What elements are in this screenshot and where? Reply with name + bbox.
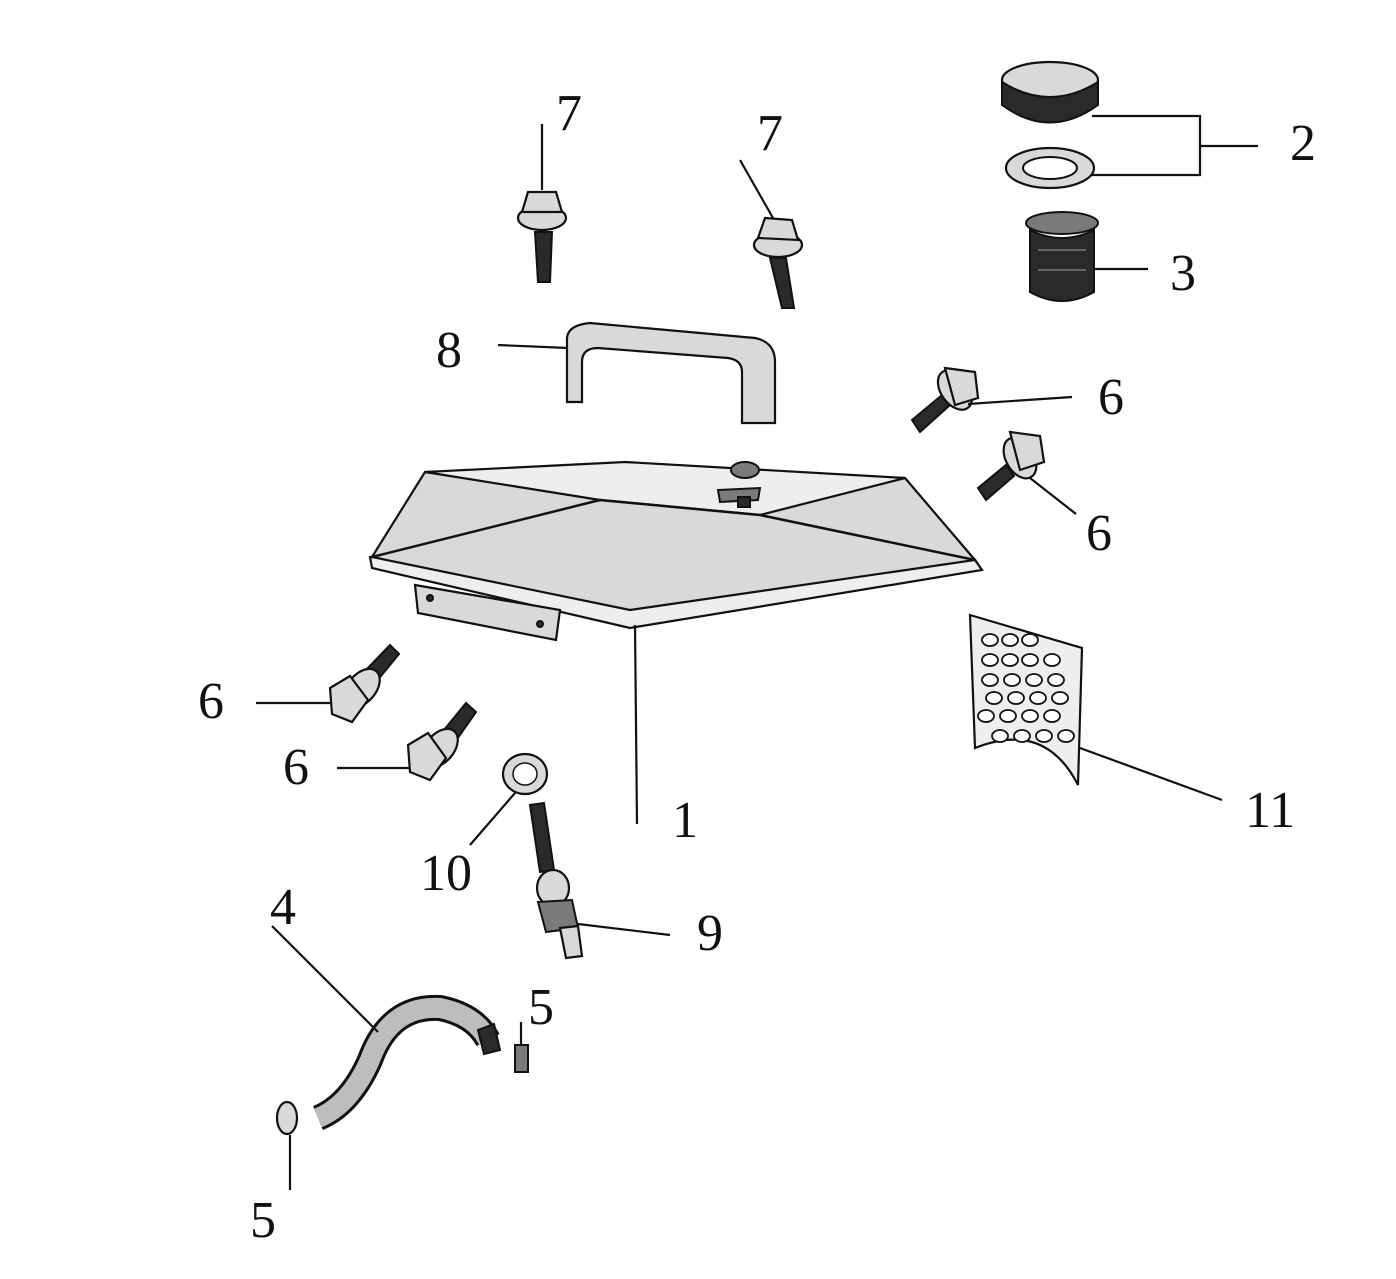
- perforation-hole: [1029, 691, 1047, 705]
- part-5-clip-upper: [514, 1022, 529, 1073]
- part-2-cap-and-gasket: [1000, 60, 1258, 190]
- part-11-heat-shield: [968, 613, 1223, 802]
- perforation-hole: [1007, 691, 1025, 705]
- part-8-handle: [497, 321, 777, 425]
- perforation-hole: [1047, 673, 1065, 687]
- callout-7-right: 7: [757, 105, 783, 162]
- callout-8: 8: [436, 322, 462, 379]
- callout-4: 4: [270, 879, 296, 936]
- part-4-fuel-hose: [271, 925, 502, 1131]
- part-1-tank: [368, 460, 984, 825]
- perforation-hole: [1025, 673, 1043, 687]
- callout-1: 1: [672, 792, 698, 849]
- part-5-clip-lower: [275, 1100, 299, 1190]
- callout-3: 3: [1170, 245, 1196, 302]
- perforation-hole: [991, 729, 1009, 743]
- perforation-hole: [981, 673, 999, 687]
- callout-6-lower-2: 6: [283, 739, 309, 796]
- perforation-hole: [999, 709, 1017, 723]
- perforation-hole: [1035, 729, 1053, 743]
- part-3-strainer: [1025, 211, 1148, 302]
- perforation-hole: [1003, 673, 1021, 687]
- part-6-bolt-upper-1: [910, 366, 1073, 434]
- callout-9: 9: [697, 905, 723, 962]
- part-9-fuel-cock: [528, 801, 671, 960]
- perforation-hole: [1051, 691, 1069, 705]
- heat-shield-holes: [977, 633, 1075, 743]
- part-7-bolt-left: [516, 124, 568, 283]
- callout-5-lower: 5: [250, 1192, 276, 1249]
- part-6-bolt-upper-2: [976, 430, 1077, 515]
- perforation-hole: [1021, 653, 1039, 667]
- perforation-hole: [1021, 633, 1039, 647]
- perforation-hole: [1013, 729, 1031, 743]
- part-6-bolt-lower-1: [256, 643, 401, 724]
- part-10-washer: [469, 752, 549, 846]
- perforation-hole: [981, 653, 999, 667]
- perforation-hole: [1021, 709, 1039, 723]
- part-6-bolt-lower-2: [337, 701, 478, 782]
- perforation-hole: [981, 633, 999, 647]
- callout-11: 11: [1245, 782, 1296, 839]
- callout-7-left: 7: [556, 85, 582, 142]
- callout-6-upper-1: 6: [1098, 369, 1124, 426]
- callout-6-lower-1: 6: [198, 673, 224, 730]
- perforation-hole: [1057, 729, 1075, 743]
- perforation-hole: [977, 709, 995, 723]
- perforation-hole: [985, 691, 1003, 705]
- perforation-hole: [1043, 653, 1061, 667]
- perforation-hole: [1001, 653, 1019, 667]
- perforation-hole: [1043, 709, 1061, 723]
- part-7-bolt-right: [739, 159, 804, 309]
- callout-10: 10: [420, 845, 472, 902]
- callout-5-upper: 5: [528, 979, 554, 1036]
- callout-6-upper-2: 6: [1086, 505, 1112, 562]
- perforation-hole: [1001, 633, 1019, 647]
- callout-2: 2: [1290, 115, 1316, 172]
